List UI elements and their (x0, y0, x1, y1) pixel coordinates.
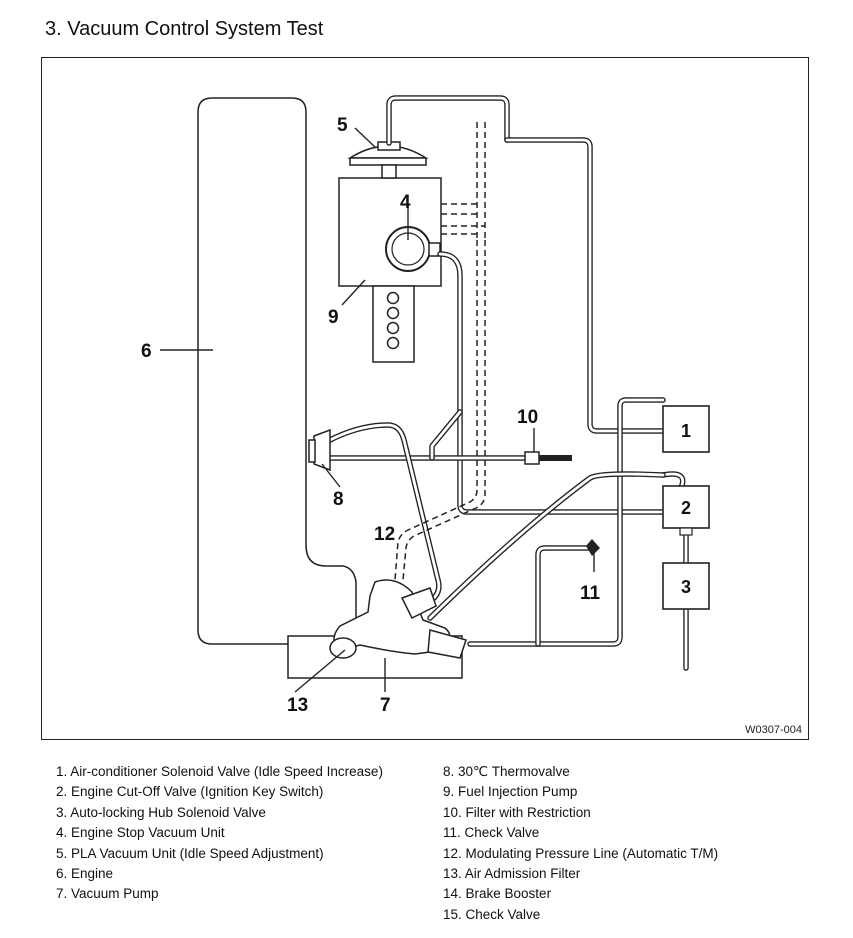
filter-with-restriction (524, 451, 540, 465)
legend-left: 1. Air-conditioner Solenoid Valve (Idle … (56, 762, 383, 905)
marker-13: 13 (287, 695, 308, 716)
solenoid-valve-box-1: 1 (662, 405, 710, 453)
box-1-label: 1 (681, 421, 691, 441)
page-title: 3. Vacuum Control System Test (45, 18, 324, 40)
marker-5: 5 (337, 115, 348, 136)
vacuum-pump-y-body (329, 579, 467, 659)
check-valve-11 (586, 539, 600, 556)
marker-7: 7 (380, 695, 391, 716)
box-2-label: 2 (681, 498, 691, 518)
legend-item: 7. Vacuum Pump (56, 886, 159, 902)
box-3-label: 3 (681, 577, 691, 597)
marker-10: 10 (517, 407, 538, 428)
legend-item: 2. Engine Cut-Off Valve (Ignition Key Sw… (56, 784, 324, 800)
engine-cutoff-valve-box-2: 2 (662, 485, 710, 536)
legend-item: 4. Engine Stop Vacuum Unit (56, 825, 225, 841)
legend-item: 9. Fuel Injection Pump (443, 784, 578, 800)
marker-12: 12 (374, 524, 395, 545)
legend-item: 15. Check Valve (443, 906, 541, 922)
legend-item: 5. PLA Vacuum Unit (Idle Speed Adjustmen… (56, 845, 324, 861)
legend-item: 3. Auto-locking Hub Solenoid Valve (56, 804, 266, 820)
legend-item: 14. Brake Booster (443, 886, 552, 902)
thermovalve (308, 428, 331, 472)
marker-6: 6 (141, 341, 152, 362)
legend-item: 6. Engine (56, 866, 114, 882)
figure-code: W0307-004 (745, 724, 802, 736)
diagram-frame (41, 57, 809, 740)
fuel-injection-pump (338, 177, 442, 287)
legend-item: 11. Check Valve (443, 825, 540, 841)
marker-4: 4 (400, 192, 411, 213)
marker-11: 11 (580, 583, 601, 604)
legend-item: 8. 30℃ Thermovalve (443, 764, 570, 779)
modulating-pressure-line (394, 122, 486, 581)
legend-item: 1. Air-conditioner Solenoid Valve (Idle … (56, 764, 383, 779)
legend-item: 10. Filter with Restriction (443, 804, 591, 820)
legend-item: 12. Modulating Pressure Line (Automatic … (443, 845, 719, 861)
marker-8: 8 (333, 489, 344, 510)
legend-item: 13. Air Admission Filter (443, 866, 581, 882)
hub-solenoid-valve-box-3: 3 (662, 562, 710, 610)
leader-lines (160, 127, 595, 693)
plunger-circles (386, 291, 400, 350)
legend-right: 8. 30℃ Thermovalve 9. Fuel Injection Pum… (443, 762, 718, 925)
engine-outline (197, 97, 357, 645)
pla-vacuum-unit (347, 141, 429, 179)
vacuum-tubing (327, 95, 689, 671)
marker-9: 9 (328, 307, 339, 328)
